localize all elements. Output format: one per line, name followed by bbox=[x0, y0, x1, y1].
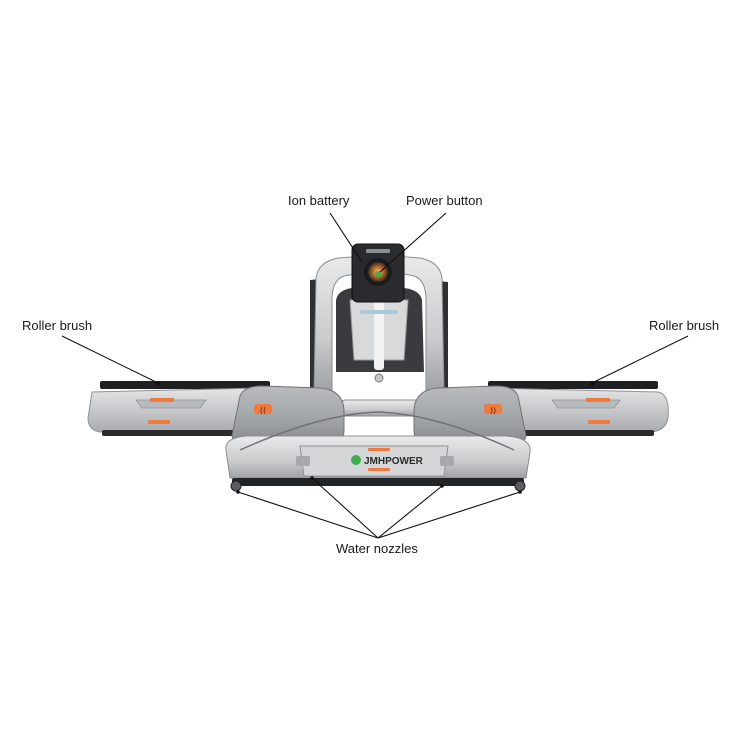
svg-text:((: (( bbox=[260, 406, 266, 415]
power-button-label: Power button bbox=[406, 193, 483, 208]
right-roller-brush bbox=[487, 381, 669, 436]
svg-text:)): )) bbox=[490, 406, 496, 415]
leader-lines bbox=[61, 212, 689, 539]
left-roller-brush bbox=[87, 381, 270, 436]
right-roller-brush-label: Roller brush bbox=[649, 318, 720, 333]
battery-module bbox=[351, 243, 405, 303]
brand-logo-icon bbox=[351, 455, 361, 465]
front-base: JMHPOWER bbox=[225, 411, 531, 492]
left-roller-brush-label: Roller brush bbox=[22, 318, 93, 333]
handle-frame bbox=[310, 255, 448, 393]
leader-dots bbox=[156, 381, 594, 494]
brand-logo: JMHPOWER bbox=[364, 456, 424, 467]
water-nozzles-label: Water nozzles bbox=[336, 541, 418, 556]
ion-battery-label: Ion battery bbox=[288, 193, 350, 208]
